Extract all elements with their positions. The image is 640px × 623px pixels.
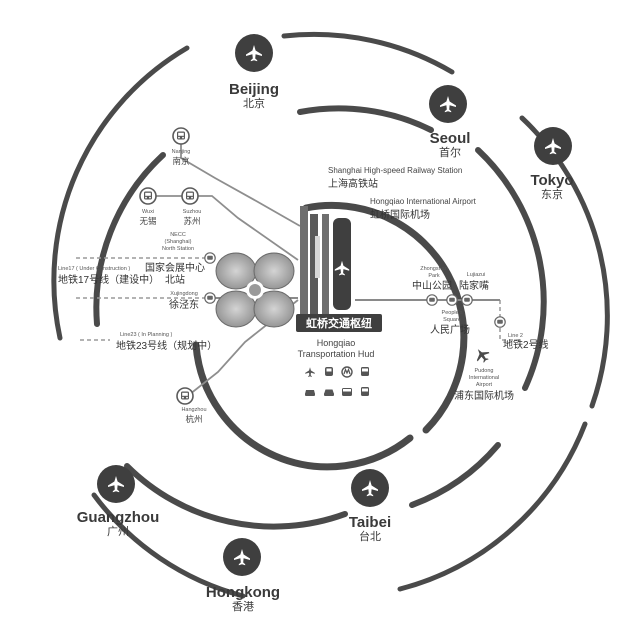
station-pudong-en1: Pudong bbox=[475, 368, 494, 374]
shuttle-mode-icon bbox=[361, 387, 369, 396]
station-zhongshan-en2: Park bbox=[428, 273, 440, 279]
line23-cn: 地铁23号线（规划中） bbox=[116, 339, 217, 352]
station-wuxi-en: Wuxi bbox=[142, 209, 154, 215]
inner-ring bbox=[192, 201, 468, 471]
city-seoul-cn: 首尔 bbox=[439, 145, 461, 159]
station-hangzhou-en: Hangzhou bbox=[181, 407, 206, 413]
bus-mode-icon bbox=[361, 367, 369, 376]
station-suzhou-train-icon[interactable] bbox=[181, 187, 199, 205]
city-taibei-cn: 台北 bbox=[359, 529, 381, 543]
station-peoples-en2: Square bbox=[443, 317, 461, 323]
station-wuxi-cn: 无锡 bbox=[139, 216, 157, 226]
station-lujiazui-en: Lujiazui bbox=[467, 272, 486, 278]
city-hongkong-airport[interactable] bbox=[223, 538, 261, 576]
city-guangzhou-en: Guangzhou bbox=[77, 509, 160, 526]
city-seoul-airport[interactable] bbox=[429, 85, 467, 123]
city-tokyo-en: Tokyo bbox=[530, 172, 573, 189]
city-taibei-en: Taibei bbox=[349, 514, 391, 531]
station-pudong-cn: 浦东国际机场 bbox=[454, 389, 514, 402]
station-necc-en1: NECC bbox=[170, 232, 186, 238]
line17-cn: 地铁17号线（建设中） bbox=[58, 273, 159, 286]
city-hongkong-cn: 香港 bbox=[232, 600, 254, 613]
car-mode-icon bbox=[324, 389, 334, 396]
transport-modes bbox=[305, 366, 369, 396]
airplane-mode-icon bbox=[305, 367, 315, 377]
station-lujiazui-cn: 陆家嘴 bbox=[459, 279, 489, 292]
pudong-airport-icon bbox=[476, 349, 490, 363]
station-necc-en2: (Shanghai) bbox=[165, 239, 192, 245]
city-beijing-cn: 北京 bbox=[243, 96, 265, 110]
station-necc-metro-icon[interactable] bbox=[204, 252, 216, 264]
hub-railway-station bbox=[300, 206, 351, 318]
city-guangzhou-airport[interactable] bbox=[97, 465, 135, 503]
city-tokyo-airport[interactable] bbox=[534, 127, 572, 165]
line17-en: Line17 ( Under Construction ) bbox=[58, 266, 130, 272]
station-xujingdong-metro-icon[interactable] bbox=[204, 292, 216, 304]
station-hangzhou-cn: 杭州 bbox=[185, 414, 202, 424]
station-zhongshan-metro-icon[interactable] bbox=[426, 294, 438, 306]
station-lujiazui-metro-icon[interactable] bbox=[461, 294, 473, 306]
hub-railway-cn: 上海高铁站 bbox=[328, 177, 378, 190]
station-peoples-metro-icon[interactable] bbox=[446, 294, 458, 306]
city-guangzhou-cn: 广州 bbox=[107, 525, 129, 538]
train-mode-icon bbox=[325, 367, 333, 376]
middle-ring bbox=[93, 105, 547, 530]
city-beijing-airport[interactable] bbox=[235, 34, 273, 72]
hub-title-badge: 虹桥交通枢纽 bbox=[296, 314, 382, 332]
station-hangzhou-train-icon[interactable] bbox=[176, 387, 194, 405]
line2-cn: 地铁2号线 bbox=[503, 338, 549, 351]
hub-title-en1: Hongqiao bbox=[317, 338, 356, 348]
station-pudong-en3: Airport bbox=[476, 382, 493, 388]
hub-railway-en: Shanghai High-speed Railway Station bbox=[328, 166, 462, 175]
station-peoples-cn: 人民广场 bbox=[430, 323, 470, 336]
station-xujingdong-cn: 徐泾东 bbox=[169, 298, 199, 311]
line2-en: Line 2 bbox=[508, 333, 523, 339]
station-necc-cn2: 北站 bbox=[165, 273, 185, 286]
metro-mode-icon bbox=[341, 366, 353, 378]
taxi-mode-icon bbox=[305, 390, 315, 396]
hub-title-cn: 虹桥交通枢纽 bbox=[306, 316, 372, 330]
city-taibei-airport[interactable] bbox=[351, 469, 389, 507]
station-wuxi-train-icon[interactable] bbox=[139, 187, 157, 205]
station-suzhou-cn: 苏州 bbox=[183, 216, 200, 226]
city-tokyo-cn: 东京 bbox=[541, 187, 563, 201]
clover-hub-icon bbox=[215, 252, 295, 328]
station-necc-en3: North Station bbox=[162, 246, 194, 252]
station-nanjing-cn: 南京 bbox=[172, 156, 189, 166]
station-line2-metro-icon[interactable] bbox=[494, 316, 506, 328]
station-nanjing-en: Nanjing bbox=[172, 149, 191, 155]
station-xujingdong-en: Xujingdong bbox=[170, 291, 198, 297]
hub-airport-en: Hongqiao International Airport bbox=[370, 197, 477, 206]
station-nanjing-train-icon[interactable] bbox=[172, 127, 190, 145]
hub-title-en2: Transportation Hud bbox=[298, 349, 375, 359]
metro-lines bbox=[76, 257, 520, 341]
station-zhongshan-en1: Zhongshan bbox=[420, 266, 448, 272]
station-peoples-en1: People's bbox=[442, 310, 463, 316]
station-suzhou-en: Suzhou bbox=[183, 209, 202, 215]
hub-airport-cn: 虹桥国际机场 bbox=[370, 208, 430, 221]
line23-en: Line23 ( In Planning ) bbox=[120, 332, 172, 338]
city-beijing-en: Beijing bbox=[229, 81, 279, 98]
coach-mode-icon bbox=[342, 388, 352, 396]
station-pudong-en2: International bbox=[469, 375, 499, 381]
station-zhongshan-cn: 中山公园 bbox=[412, 279, 452, 292]
city-seoul-en: Seoul bbox=[430, 130, 471, 147]
city-hongkong-en: Hongkong bbox=[206, 584, 280, 601]
station-necc-cn1: 国家会展中心 bbox=[145, 261, 205, 274]
